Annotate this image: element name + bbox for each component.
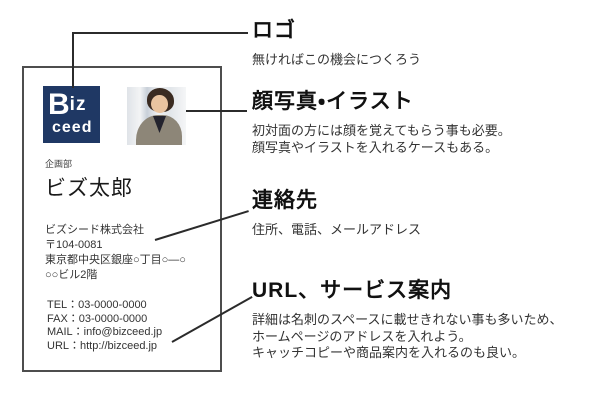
annotation-photo-line2: 顔写真やイラストを入れるケースもある。 [252,139,499,155]
fax-line: FAX：03-0000-0000 [47,312,148,325]
annotation-logo-line1: 無ければこの機会につくろう [252,52,422,67]
annotation-url: URL、サービス案内 詳細は名刺のスペースに載せきれない事も多いため、 ホームペ… [252,279,582,362]
company-address-block: ビズシード株式会社 〒104-0081 東京都中央区銀座○丁目○―○ ○○ビル2… [45,223,186,283]
logo-letter-b: B [48,88,70,121]
connector-logo-vertical [72,32,74,88]
photo-face-shape [151,95,168,113]
annotation-photo: 顔写真・イラスト 初対面の方には顔を覚えてもらう事も必要。 顔写真やイラストを入… [252,90,582,156]
connector-logo-horizontal [72,32,248,34]
annotation-contact-line1: 住所、電話、メールアドレス [252,222,422,237]
tel-line: TEL：03-0000-0000 [47,299,147,311]
logo-text-bottom: ceed [52,119,93,136]
annotation-logo-title: ロゴ [252,19,296,42]
url-line: URL：http://bizceed.jp [47,339,158,352]
logo-text-top: Biz [48,88,86,122]
annotation-url-line3: キャッチコピーや商品案内を入れるのも良い。 [252,345,526,360]
address-line2: ○○ビル2階 [45,269,98,281]
connector-photo [186,110,247,112]
bizceed-logo: Biz ceed [43,86,100,143]
logo-letters-iz: iz [69,94,87,115]
annotation-contact: 連絡先 住所、電話、メールアドレス [252,189,582,239]
annotation-photo-line1: 初対面の方には顔を覚えてもらう事も必要。 [252,123,511,138]
mail-line: MAIL：info@bizceed.jp [47,326,163,338]
portrait-photo [127,87,186,145]
contact-lines-block: TEL：03-0000-0000 FAX：03-0000-0000 MAIL：i… [47,299,162,353]
annotation-url-line1: 詳細は名刺のスペースに載せきれない事も多いため、 [252,312,563,327]
annotation-logo: ロゴ 無ければこの機会につくろう [252,19,582,69]
annotation-contact-title: 連絡先 [252,189,318,212]
postal-code: 〒104-0081 [45,239,103,251]
person-name: ビズ太郎 [45,177,133,200]
department-label: 企画部 [45,159,73,169]
address-line1: 東京都中央区銀座○丁目○―○ [45,254,186,266]
company-name: ビズシード株式会社 [45,224,144,236]
annotation-url-line2: ホームページのアドレスを入れよう。 [252,328,472,344]
business-card: Biz ceed 企画部 ビズ太郎 ビズシード株式会社 〒104-0081 東京… [22,66,222,372]
annotation-url-title: URL、サービス案内 [252,279,453,302]
annotation-photo-title: 顔写真・イラスト [252,90,414,113]
